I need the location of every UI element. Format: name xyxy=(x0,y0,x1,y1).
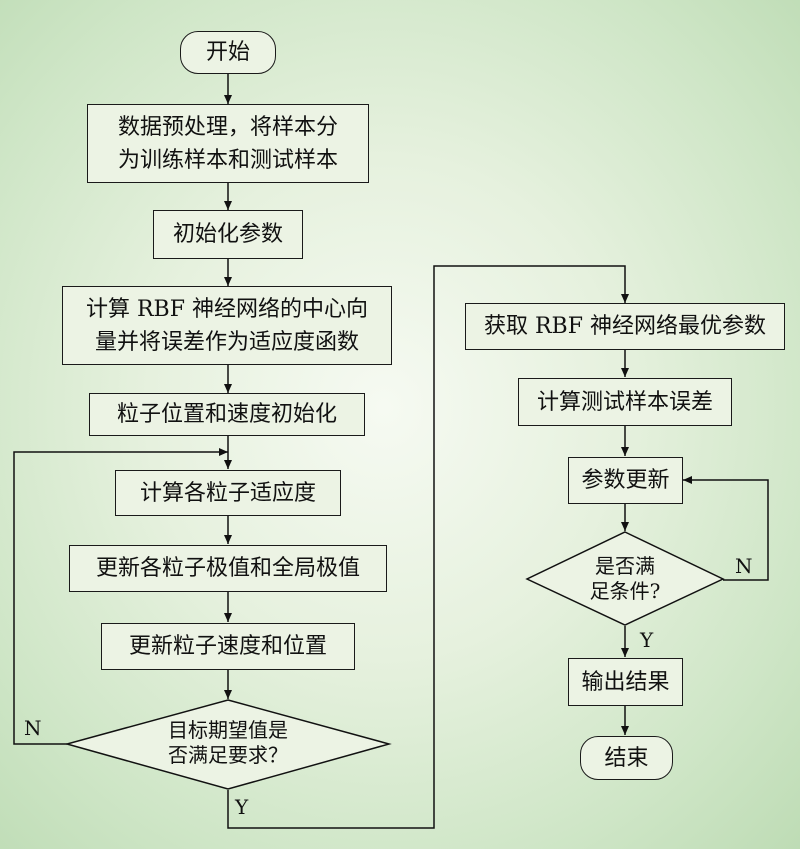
preprocess-node: 数据预处理，将样本分 为训练样本和测试样本 xyxy=(87,104,369,183)
update-velocity-node: 更新粒子速度和位置 xyxy=(101,623,355,670)
yes-label-left: Y xyxy=(235,795,249,819)
end-label: 结束 xyxy=(604,745,649,771)
get-optimal-label: 获取 RBF 神经网络最优参数 xyxy=(484,314,766,339)
decision-target-diamond xyxy=(64,699,392,790)
compute-fitness-label: 计算各粒子适应度 xyxy=(139,480,316,506)
preprocess-line-2: 为训练样本和测试样本 xyxy=(117,147,338,173)
compute-rbf-node: 计算 RBF 神经网络的中心向 量并将误差作为适应度函数 xyxy=(62,286,392,365)
end-node: 结束 xyxy=(580,736,673,780)
init-params-node: 初始化参数 xyxy=(153,210,303,259)
update-velocity-label: 更新粒子速度和位置 xyxy=(128,634,327,659)
init-params-label: 初始化参数 xyxy=(172,222,283,247)
start-node: 开始 xyxy=(180,31,276,74)
compute-rbf-line-1: 计算 RBF 神经网络的中心向 xyxy=(86,296,368,322)
decision-target-line-2: 否满足要求？ xyxy=(168,743,288,767)
compute-test-error-node: 计算测试样本误差 xyxy=(518,378,732,426)
decision-condition-diamond xyxy=(525,531,725,626)
decision-condition-line-1: 是否满 xyxy=(595,554,655,578)
particle-init-label: 粒子位置和速度初始化 xyxy=(116,402,337,427)
preprocess-line-1: 数据预处理，将样本分 xyxy=(117,114,338,140)
output-result-node: 输出结果 xyxy=(568,658,683,706)
compute-test-error-label: 计算测试样本误差 xyxy=(536,389,713,415)
no-label-left: N xyxy=(24,716,42,740)
param-update-label: 参数更新 xyxy=(581,468,670,493)
start-label: 开始 xyxy=(205,40,250,65)
no-label-right: N xyxy=(735,554,753,578)
compute-fitness-node: 计算各粒子适应度 xyxy=(115,470,341,516)
compute-rbf-line-2: 量并将误差作为适应度函数 xyxy=(94,329,359,355)
param-update-node: 参数更新 xyxy=(568,457,683,504)
decision-condition-line-2: 足条件? xyxy=(589,579,661,603)
decision-target-line-1: 目标期望值是 xyxy=(168,718,288,742)
decision-target-text: 目标期望值是 否满足要求？ xyxy=(128,718,328,768)
arrow-decision-yes-to-optimal xyxy=(227,265,629,829)
update-extremes-node: 更新各粒子极值和全局极值 xyxy=(69,545,387,592)
get-optimal-node: 获取 RBF 神经网络最优参数 xyxy=(465,303,785,350)
particle-init-node: 粒子位置和速度初始化 xyxy=(89,393,365,436)
yes-label-right: Y xyxy=(640,628,654,652)
arrow-condition-no-loop xyxy=(683,476,769,581)
output-result-label: 输出结果 xyxy=(581,669,670,695)
update-extremes-label: 更新各粒子极值和全局极值 xyxy=(95,556,360,581)
arrow-decision-no-loop xyxy=(13,448,228,745)
decision-condition-text: 是否满 足条件? xyxy=(565,554,685,604)
